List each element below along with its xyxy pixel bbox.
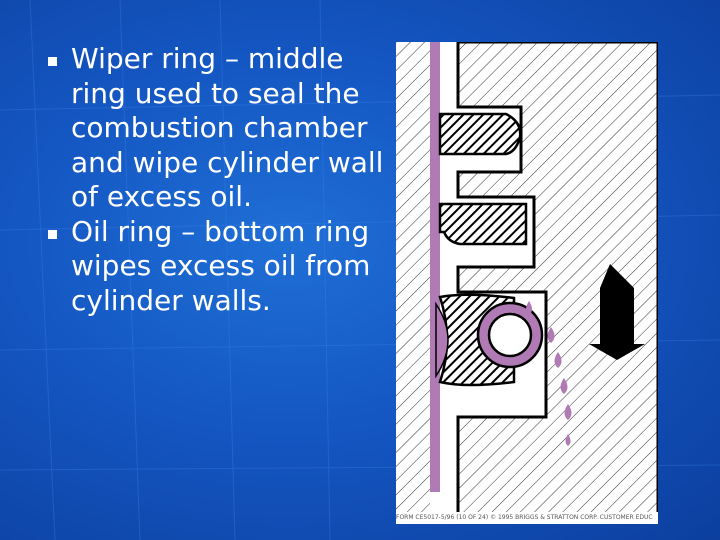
- cylinder-wall: [396, 42, 430, 512]
- bullet-marker: [48, 229, 57, 239]
- compression-ring: [438, 112, 522, 156]
- figure-caption: FORM CE5017-5/96 (10 OF 24) © 1995 BRIGG…: [396, 512, 658, 524]
- bullet-text: Wiper ring – middle ring used to seal th…: [71, 42, 384, 213]
- bullet-wiper-ring: Wiper ring – middle ring used to seal th…: [40, 42, 390, 215]
- bullet-list: Wiper ring – middle ring used to seal th…: [40, 42, 390, 318]
- oil-film: [430, 42, 440, 492]
- bullet-text: Oil ring – bottom ring wipes excess oil …: [71, 214, 371, 317]
- caption-text: FORM CE5017-5/96 (10 OF 24) © 1995 BRIGG…: [396, 514, 653, 521]
- piston-ring-diagram: [396, 42, 658, 524]
- bullet-marker: [48, 57, 57, 66]
- bullet-oil-ring: Oil ring – bottom ring wipes excess oil …: [40, 215, 390, 319]
- oil-droplets: [526, 301, 572, 446]
- down-arrow-icon: [589, 264, 645, 360]
- wiper-ring: [438, 202, 528, 246]
- oil-scraping: [435, 301, 449, 379]
